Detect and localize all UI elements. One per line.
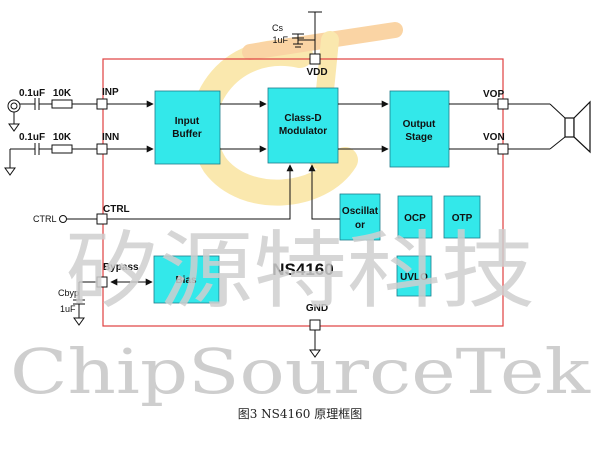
output-stage-block — [389, 90, 450, 168]
inn-input-circuit — [4, 143, 108, 176]
von-pin-label: VON — [483, 132, 505, 143]
inn-pin-label: INN — [102, 132, 119, 143]
vop-pin-label: VOP — [483, 89, 504, 100]
oscillator-block — [339, 193, 381, 241]
oscillator-label-2: or — [355, 220, 365, 231]
output-stage-label-2: Stage — [405, 132, 433, 143]
watermark-chinese: 矽源特科技 — [65, 222, 535, 320]
inp-input-circuit — [7, 98, 108, 132]
cs-label: Cs — [272, 23, 283, 33]
cbyp-value: 1uF — [60, 304, 76, 314]
chip-name: NS4160 — [272, 260, 333, 279]
oscillator-label-1: Oscillat — [342, 206, 379, 217]
bypass-circuit — [73, 276, 153, 326]
vdd-supply — [292, 11, 322, 65]
watermark-english: ChipSourceTek — [10, 335, 591, 408]
input-buffer-label-2: Buffer — [172, 129, 202, 140]
chip-outline — [102, 58, 504, 327]
input-buffer-block — [154, 90, 221, 165]
modulator-label-2: Modulator — [279, 126, 327, 137]
bypass-pin-label: Bypass — [103, 262, 139, 273]
ctrl-external-label: CTRL — [33, 214, 57, 224]
otp-block — [443, 195, 481, 239]
output-pins — [497, 98, 566, 155]
bias-label: Bias — [175, 275, 197, 286]
otp-label: OTP — [452, 213, 473, 224]
inp-cap-label: 0.1uF — [19, 88, 45, 99]
ocp-label: OCP — [404, 213, 426, 224]
gnd-pin — [309, 319, 321, 358]
modulator-label-1: Class-D — [284, 113, 321, 124]
inp-pin-label: INP — [102, 87, 119, 98]
inp-res-label: 10K — [53, 88, 72, 99]
vdd-pin-label: VDD — [306, 67, 327, 78]
input-buffer-label-1: Input — [175, 116, 200, 127]
uvlo-label: UVLO — [400, 272, 428, 283]
ocp-block — [397, 195, 433, 239]
figure-caption: 图3 NS4160 原理框图 — [238, 407, 363, 421]
output-stage-label-1: Output — [403, 119, 436, 130]
ctrl-pin-label: CTRL — [103, 204, 130, 215]
cs-value: 1uF — [272, 35, 288, 45]
inn-cap-label: 0.1uF — [19, 132, 45, 143]
uvlo-block — [396, 255, 432, 297]
bias-block — [153, 255, 220, 304]
speaker-icon — [564, 100, 591, 154]
signal-arrows — [107, 100, 498, 220]
cbyp-label: Cbyp — [58, 288, 79, 298]
ctrl-input — [59, 213, 108, 225]
modulator-block — [267, 87, 339, 164]
gnd-pin-label: GND — [306, 303, 328, 314]
inn-res-label: 10K — [53, 132, 72, 143]
